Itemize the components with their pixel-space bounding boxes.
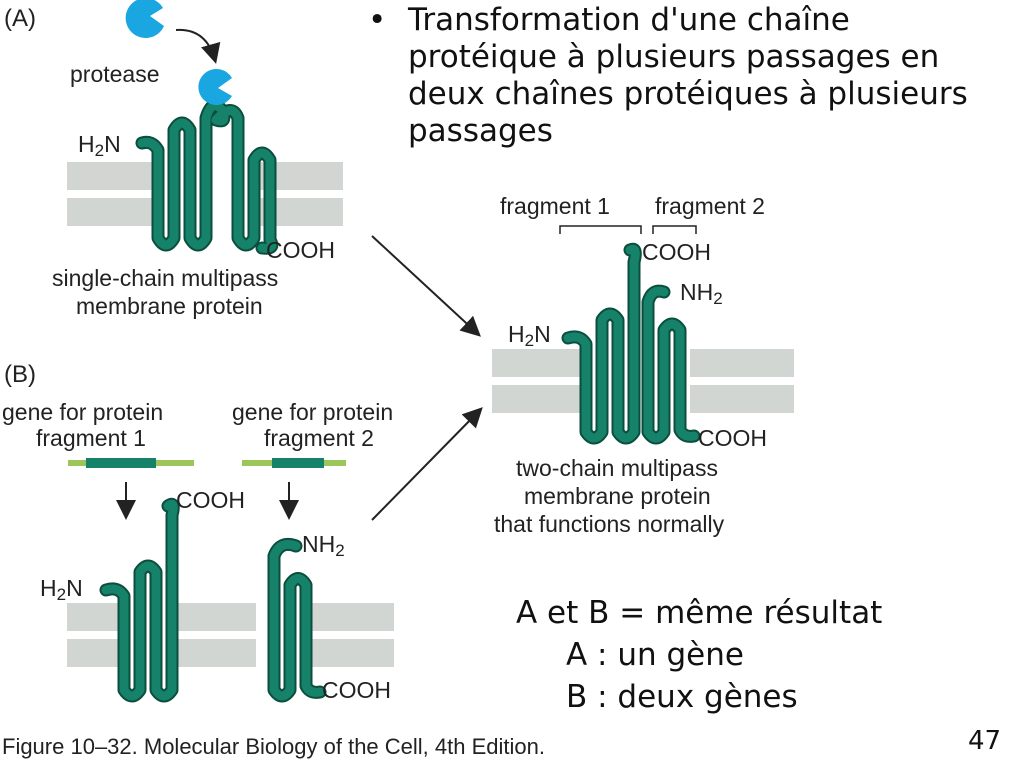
figure-caption: Figure 10–32. Molecular Biology of the C… [2, 734, 545, 759]
fragment2-cooh: COOH [322, 677, 391, 703]
panel-a-label: (A) [4, 5, 36, 32]
gene1-label-line2: fragment 1 [36, 425, 146, 451]
gene2-label-line1: gene for protein [232, 399, 393, 425]
fragment1-bracket [559, 225, 642, 234]
result-h2n: H2N [508, 321, 551, 350]
bound-protease-icon [198, 69, 232, 105]
gene2-label-line2: fragment 2 [264, 425, 374, 451]
membrane-b-top-left [67, 603, 123, 631]
fragment2-label: fragment 2 [655, 193, 765, 219]
membrane-result-bottom-right [690, 385, 794, 413]
summary-line2: A : un gène [566, 637, 744, 673]
summary-line1: A et B = même résultat [516, 595, 883, 631]
arrow-b-to-result [371, 407, 483, 521]
fragment1-n-terminus: H2N [40, 575, 83, 604]
fragment2-protein [267, 537, 327, 703]
bullet-point: • Transformation d'une chaîne protéique … [368, 2, 1018, 150]
two-chain-protein [561, 242, 701, 445]
membrane-b-bottom-left [67, 639, 123, 667]
gene1-label-line1: gene for protein [2, 399, 163, 425]
bullet-text: Transformation d'une chaîne protéique à … [408, 2, 968, 149]
summary-line3: B : deux gènes [566, 679, 798, 715]
panel-a-n-terminus: H2N [78, 131, 121, 160]
bullet-symbol: • [368, 2, 387, 38]
fragment1-protein [99, 497, 180, 703]
membrane-a-bottom-left [67, 198, 157, 226]
membrane-result-top-left [492, 349, 584, 377]
membrane-a-top-left [67, 162, 157, 190]
protease-label: protease [70, 61, 160, 87]
gene1-coding-region [86, 458, 156, 468]
membrane-b-top-middle [178, 603, 256, 631]
panel-a-c-terminus: COOH [266, 237, 335, 263]
membrane-b-bottom-right [310, 639, 394, 667]
panel-b-label: (B) [4, 361, 36, 388]
single-chain-protein [135, 99, 279, 255]
protease-arrow [175, 28, 221, 64]
arrow-a-to-result [371, 235, 481, 337]
fragment1-label: fragment 1 [500, 193, 610, 219]
result-cooh-bottom: COOH [698, 425, 767, 451]
membrane-b-top-right [310, 603, 394, 631]
page-number: 47 [968, 726, 1002, 756]
panel-a-caption-line2: membrane protein [76, 293, 263, 319]
fragment2-bracket [652, 225, 697, 234]
membrane-result-top-right [690, 349, 794, 377]
protease-icon [125, 0, 164, 38]
result-caption-line2: membrane protein [524, 483, 711, 509]
membrane-b-bottom-middle [178, 639, 256, 667]
fragment1-cooh: COOH [176, 487, 245, 513]
result-cooh-top: COOH [642, 239, 711, 265]
membrane-result-bottom-left [492, 385, 584, 413]
result-caption-line1: two-chain multipass [516, 455, 718, 481]
gene2-coding-region [272, 458, 324, 468]
fragment2-n-terminus: NH2 [302, 531, 345, 560]
panel-a-caption-line1: single-chain multipass [52, 265, 278, 291]
summary-block: A et B = même résultat A : un gène B : d… [516, 592, 882, 718]
result-nh2: NH2 [680, 279, 723, 308]
result-caption-line3: that functions normally [494, 511, 725, 537]
